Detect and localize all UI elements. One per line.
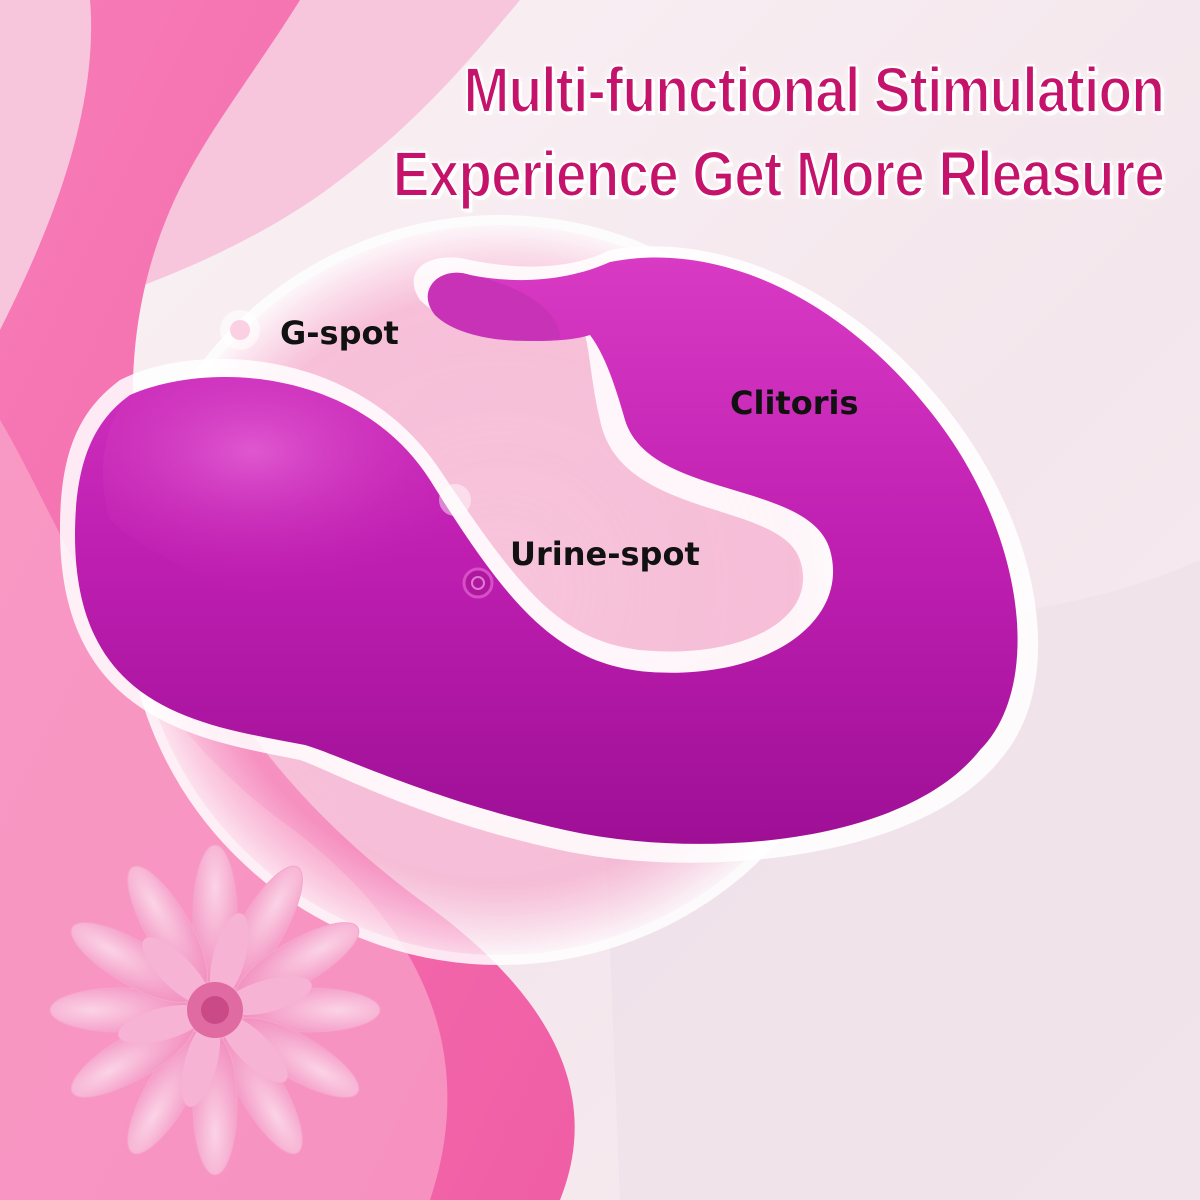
g-spot-marker-icon (220, 310, 260, 350)
g-spot-label: G-spot (280, 314, 399, 352)
headline-line-1: Multi-functional Stimulation (463, 53, 1166, 127)
urine-spot-marker-icon (439, 484, 471, 516)
headline-line-2: Experience Get More Rleasure (392, 137, 1166, 211)
flower-icon (49, 844, 381, 1176)
headline: Multi-functional Stimulation Experience … (390, 48, 1166, 216)
urine-spot-label: Urine-spot (510, 535, 700, 573)
clitoris-label: Clitoris (730, 384, 859, 422)
power-button-icon (462, 567, 494, 599)
product-highlight (102, 377, 530, 626)
clitoral-tip (427, 272, 560, 341)
